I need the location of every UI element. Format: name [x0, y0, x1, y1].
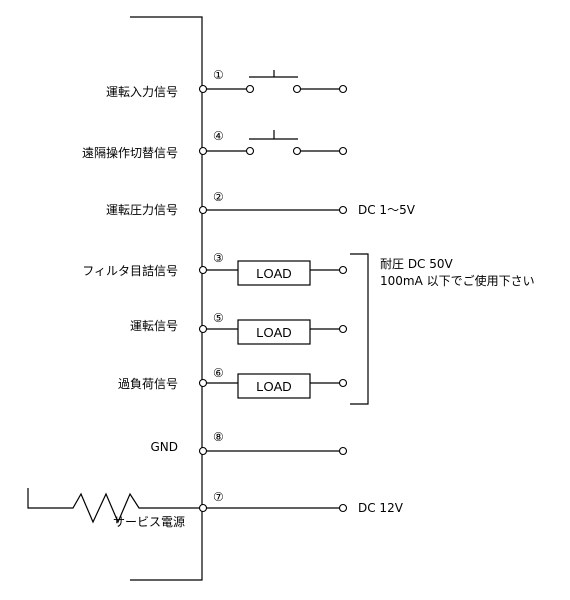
load-box [237, 319, 311, 345]
signal-label: フィルタ目詰信号 [82, 263, 178, 278]
output-terminal [338, 324, 348, 334]
rating-note-line2: 100mA 以下でご使用下さい [380, 273, 535, 288]
signal-label: 過負荷信号 [118, 377, 178, 391]
load-box [237, 373, 311, 399]
pin-number: ③ [213, 251, 224, 265]
voltage-label: DC 1～5V [358, 203, 416, 217]
signal-row-1: 運転入力信号 ① [106, 68, 348, 99]
resistor-symbol [27, 488, 199, 524]
signal-label: 運転入力信号 [106, 85, 178, 99]
switch-contact [292, 146, 302, 156]
output-terminal [338, 265, 348, 275]
terminal-circle [198, 446, 208, 456]
signal-label: 運転信号 [130, 319, 178, 333]
terminal-circle [198, 84, 208, 94]
pin-number: ⑧ [213, 430, 224, 444]
signal-row-3: 運転圧力信号 ② DC 1～5V [106, 190, 416, 217]
output-terminal [338, 503, 348, 513]
terminal-circle [198, 146, 208, 156]
rating-note-line1: 耐圧 DC 50V [380, 257, 454, 271]
pin-number: ② [213, 190, 224, 204]
rating-bracket [350, 253, 369, 405]
signal-row-5: 運転信号 ⑤ LOAD [130, 311, 348, 345]
output-terminal [338, 84, 348, 94]
terminal-circle [198, 378, 208, 388]
signal-label: 運転圧力信号 [106, 203, 178, 217]
pin-number: ① [213, 68, 224, 82]
signal-row-4: フィルタ目詰信号 ③ LOAD [82, 251, 348, 286]
terminal-circle [198, 205, 208, 215]
terminal-circle [198, 503, 208, 513]
switch-contact [292, 84, 302, 94]
pin-number: ④ [213, 129, 224, 143]
load-label: LOAD [256, 325, 291, 340]
signal-label: GND [150, 440, 178, 454]
output-terminal [338, 378, 348, 388]
signal-label: 遠隔操作切替信号 [82, 145, 178, 160]
switch-contact [245, 146, 255, 156]
output-terminal [338, 146, 348, 156]
load-label: LOAD [256, 266, 291, 281]
terminal-bus-line [130, 16, 203, 581]
signal-row-2: 遠隔操作切替信号 ④ [82, 129, 348, 160]
pin-number: ⑤ [213, 311, 224, 325]
pin-number: ⑦ [213, 490, 224, 504]
voltage-label: DC 12V [358, 501, 404, 515]
load-label: LOAD [256, 379, 291, 394]
load-box [237, 260, 311, 286]
signal-row-7: GND ⑧ [150, 430, 348, 456]
output-terminal [338, 446, 348, 456]
terminal-circle [198, 265, 208, 275]
switch-contact [245, 84, 255, 94]
output-terminal [338, 205, 348, 215]
signal-row-8: サービス電源 ⑦ DC 12V [27, 488, 404, 529]
signal-label: サービス電源 [113, 515, 185, 529]
pin-number: ⑥ [213, 366, 224, 380]
terminal-circle [198, 324, 208, 334]
signal-row-6: 過負荷信号 ⑥ LOAD [118, 366, 348, 399]
